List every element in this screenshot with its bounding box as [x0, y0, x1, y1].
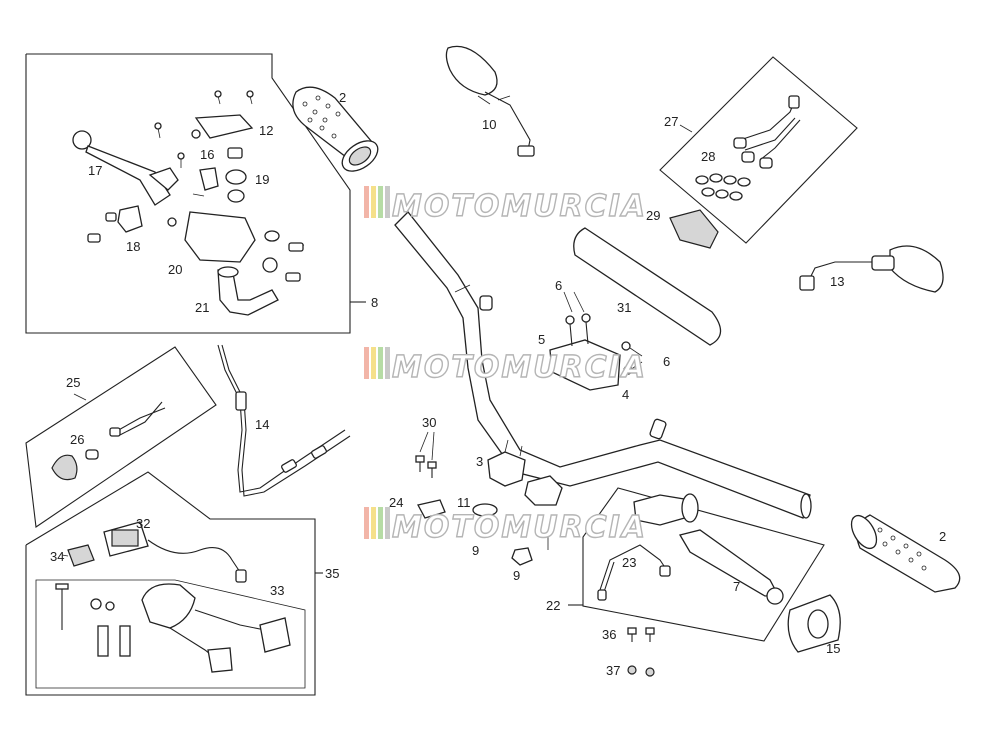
mirror-left	[445, 45, 535, 157]
label-18: 18	[126, 239, 140, 254]
label-16: 16	[200, 147, 214, 162]
svg-text:MOTOMURCIA: MOTOMURCIA	[392, 189, 647, 224]
label-9b: 9	[513, 568, 520, 583]
grip-left	[292, 86, 379, 172]
label-35: 35	[325, 566, 339, 581]
label-2b: 2	[939, 529, 946, 544]
label-4: 4	[622, 387, 629, 402]
screws-30	[415, 455, 437, 478]
watermark-middle: MOTOMURCIA	[364, 347, 647, 386]
label-32: 32	[136, 516, 150, 531]
throttle-cable	[217, 344, 351, 497]
parts-9-11-24	[417, 499, 549, 566]
label-29: 29	[646, 208, 660, 223]
handlebar-clamp-lower	[487, 439, 563, 506]
label-17: 17	[88, 163, 102, 178]
handlebar-clamp-upper	[549, 313, 633, 391]
label-28: 28	[701, 149, 715, 164]
label-31: 31	[617, 300, 631, 315]
label-6b: 6	[663, 354, 670, 369]
label-36: 36	[602, 627, 616, 642]
box-25-parts	[51, 401, 166, 481]
label-9a: 9	[472, 543, 479, 558]
label-7: 7	[733, 579, 740, 594]
screws-36-nuts-37	[627, 627, 655, 677]
watermark-top: MOTOMURCIA	[364, 186, 647, 225]
box-27-parts	[669, 95, 801, 249]
label-11: 11	[457, 495, 471, 510]
label-2a: 2	[339, 90, 346, 105]
part-labels: 2 2 3 4 5 6 6 7 8 9 9 10 11 12 13 14 15 …	[50, 90, 946, 678]
label-22: 22	[546, 598, 560, 613]
label-24: 24	[389, 495, 403, 510]
box-22-parts	[597, 493, 784, 605]
label-13: 13	[830, 274, 844, 289]
label-21: 21	[195, 300, 209, 315]
svg-text:MOTOMURCIA: MOTOMURCIA	[392, 350, 647, 385]
mirror-right	[799, 245, 944, 293]
grip-right	[850, 514, 961, 593]
svg-text:MOTOMURCIA: MOTOMURCIA	[392, 510, 647, 545]
label-27: 27	[664, 114, 678, 129]
label-26: 26	[70, 432, 84, 447]
label-6a: 6	[555, 278, 562, 293]
label-3: 3	[476, 454, 483, 469]
label-25: 25	[66, 375, 80, 390]
group-box-25	[25, 346, 217, 528]
handlebar-pad	[573, 227, 722, 346]
box-35-parts	[55, 521, 291, 673]
handlebar-tube	[394, 211, 812, 519]
watermark-bottom: MOTOMURCIA	[364, 507, 647, 546]
label-5: 5	[538, 332, 545, 347]
group-box-35	[25, 471, 316, 696]
label-19: 19	[255, 172, 269, 187]
label-23: 23	[622, 555, 636, 570]
group-box-22	[582, 487, 825, 642]
label-12: 12	[259, 123, 273, 138]
left-lever-assembly	[72, 90, 305, 316]
label-30: 30	[422, 415, 436, 430]
label-33: 33	[270, 583, 284, 598]
label-15: 15	[826, 641, 840, 656]
label-34: 34	[50, 549, 64, 564]
label-14: 14	[255, 417, 269, 432]
label-10: 10	[482, 117, 496, 132]
group-box-27	[659, 56, 858, 244]
label-8: 8	[371, 295, 378, 310]
leader-lines	[61, 124, 693, 557]
label-37: 37	[606, 663, 620, 678]
group-box-8	[25, 53, 351, 334]
label-20: 20	[168, 262, 182, 277]
group-box-33	[35, 579, 306, 689]
bar-end-weight	[787, 594, 841, 653]
